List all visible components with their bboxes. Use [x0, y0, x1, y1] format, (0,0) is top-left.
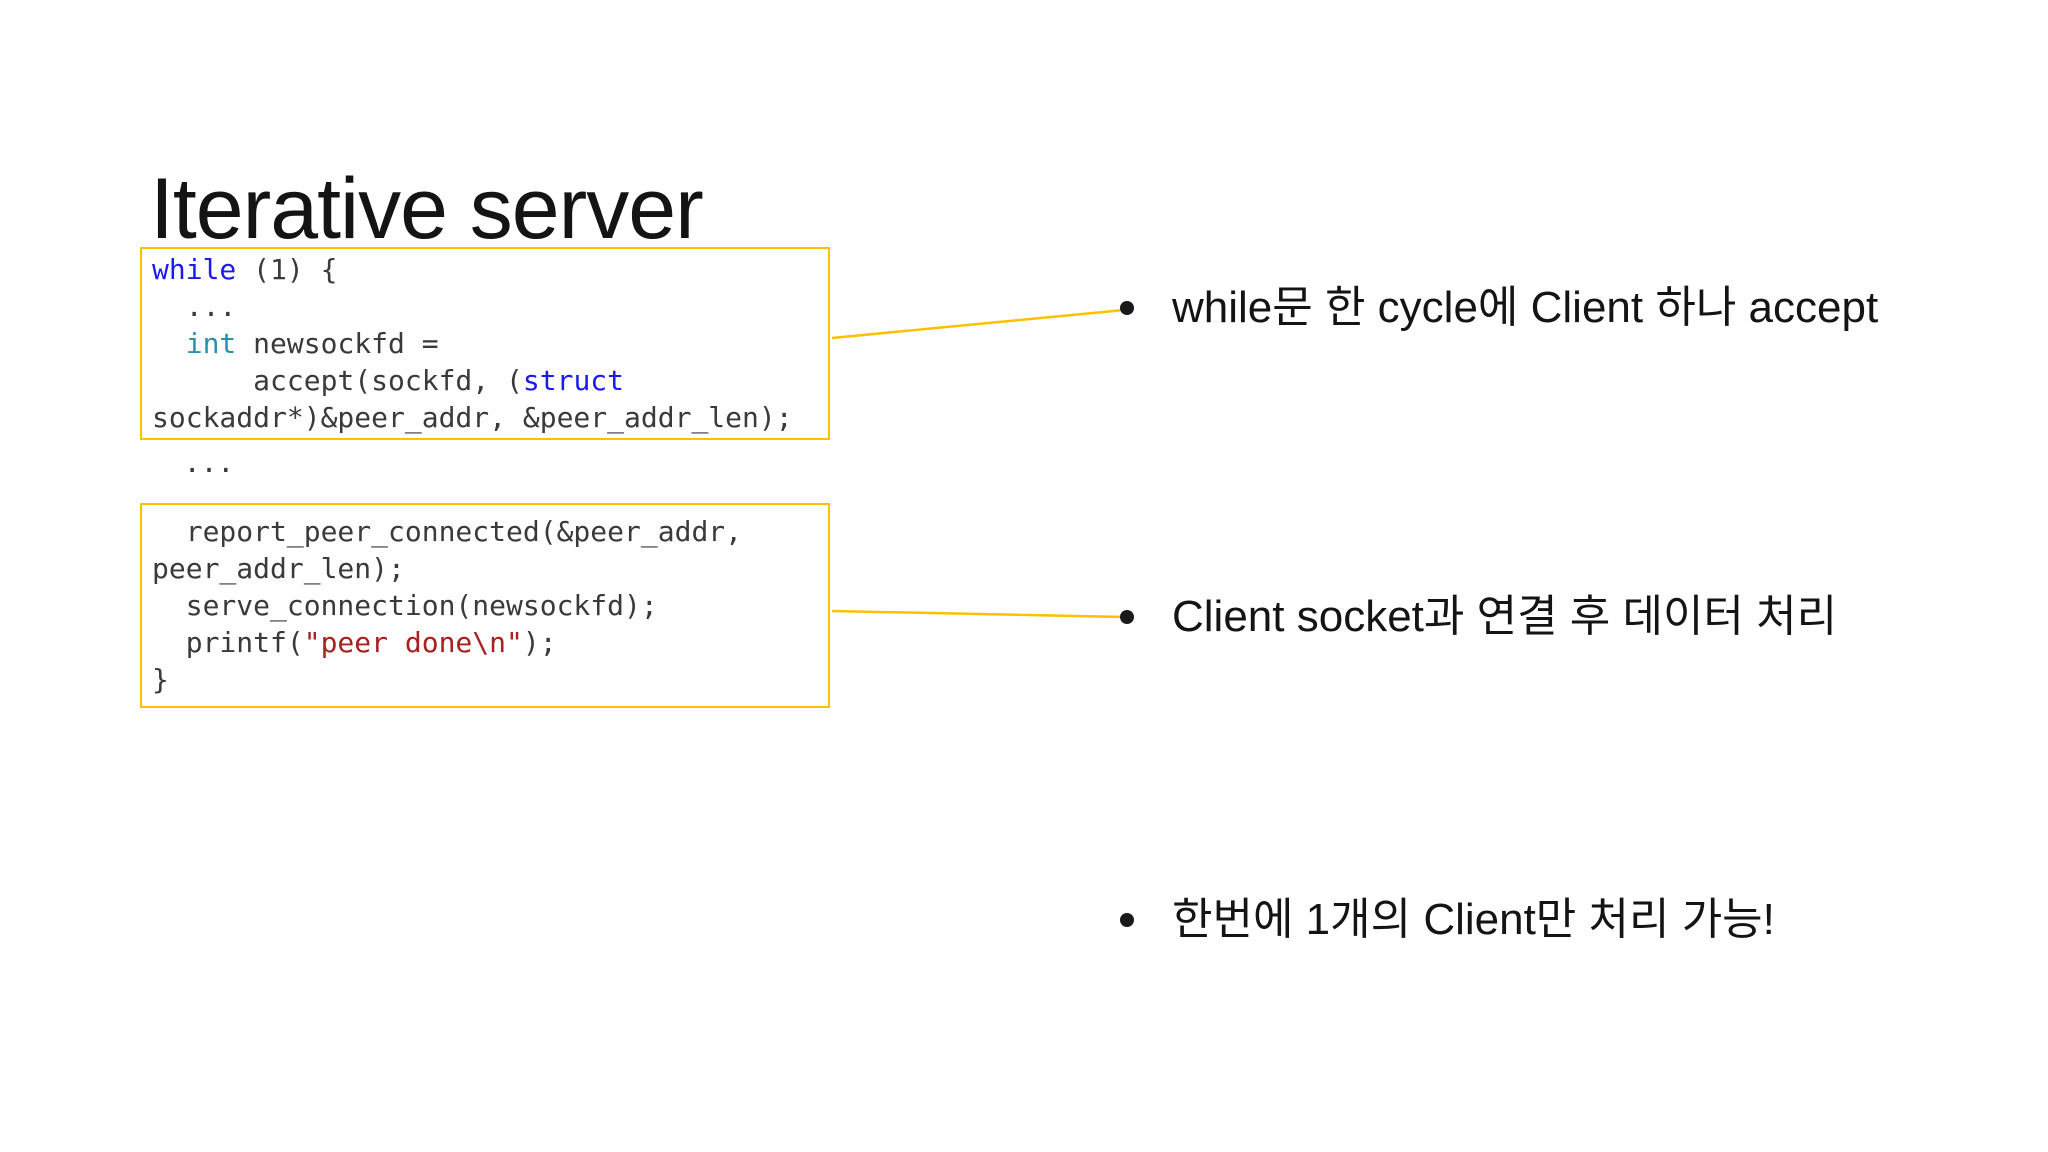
code-line: sockaddr*)&peer_addr, &peer_addr_len);	[152, 401, 793, 434]
code-line: while (1) {	[152, 253, 338, 286]
bullet-label: 한번에 1개의 Client만 처리 가능!	[1172, 894, 1775, 944]
code-ellipsis-between-boxes: ...	[150, 446, 235, 479]
code-line: }	[152, 663, 169, 696]
bullet-dot-icon	[1120, 913, 1134, 927]
bullet-item-single-client: 한번에 1개의 Client만 처리 가능!	[1120, 890, 1775, 950]
bullet-dot-icon	[1120, 610, 1134, 624]
code-line: accept(sockfd, (struct	[152, 364, 625, 397]
code-line: ...	[152, 290, 237, 323]
code-line: peer_addr_len);	[152, 552, 405, 585]
slide-title: Iterative server	[150, 160, 704, 257]
code-line: report_peer_connected(&peer_addr,	[152, 515, 743, 548]
bullet-item-accept: while문 한 cycle에 Client 하나 accept	[1120, 278, 1878, 338]
code-line: serve_connection(newsockfd);	[152, 589, 658, 622]
code-line: int newsockfd =	[185, 327, 439, 360]
bullet-label: while문 한 cycle에 Client 하나 accept	[1172, 282, 1879, 332]
bullet-item-data-processing: Client socket과 연결 후 데이터 처리	[1120, 587, 1837, 647]
connector-line-2	[831, 609, 1125, 619]
code-box-while-accept: while (1) { ... int newsockfd = accept(s…	[140, 247, 830, 440]
bullet-dot-icon	[1120, 301, 1134, 315]
code-box-serve-connection: report_peer_connected(&peer_addr, peer_ad…	[140, 503, 830, 708]
bullet-label: Client socket과 연결 후 데이터 처리	[1172, 591, 1838, 641]
code-line: printf("peer done\n");	[152, 626, 557, 659]
connector-line-1	[831, 308, 1125, 340]
